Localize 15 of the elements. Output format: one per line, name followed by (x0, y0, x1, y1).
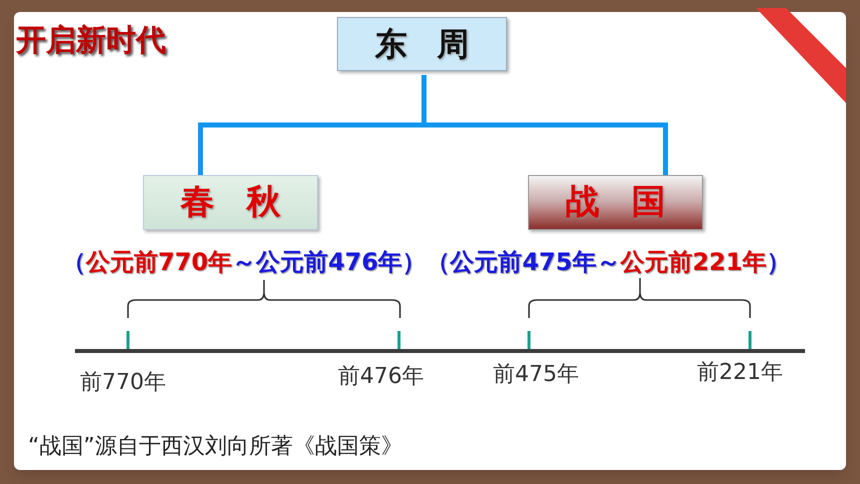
date-range: 公元前770年 (86, 247, 232, 278)
date-range: （公元前475年～ (426, 247, 620, 278)
caption: “战国”源自于西汉刘向所著《战国策》 (28, 433, 403, 461)
tick-label: 前221年 (697, 359, 783, 387)
slide-title: 开启新时代 (16, 22, 166, 60)
period-box: 春 秋 (143, 175, 318, 230)
date-range: 公元前221年 (620, 247, 766, 278)
tick-label: 前476年 (338, 363, 424, 391)
date-range: ～公元前476年） (232, 247, 426, 278)
period-box: 战 国 (528, 175, 703, 230)
tick-label: 前770年 (80, 369, 166, 397)
tick-label: 前475年 (493, 361, 579, 389)
date-range: ） (766, 247, 790, 278)
period-box: 东 周 (337, 17, 507, 71)
date-range: （ (62, 247, 86, 278)
